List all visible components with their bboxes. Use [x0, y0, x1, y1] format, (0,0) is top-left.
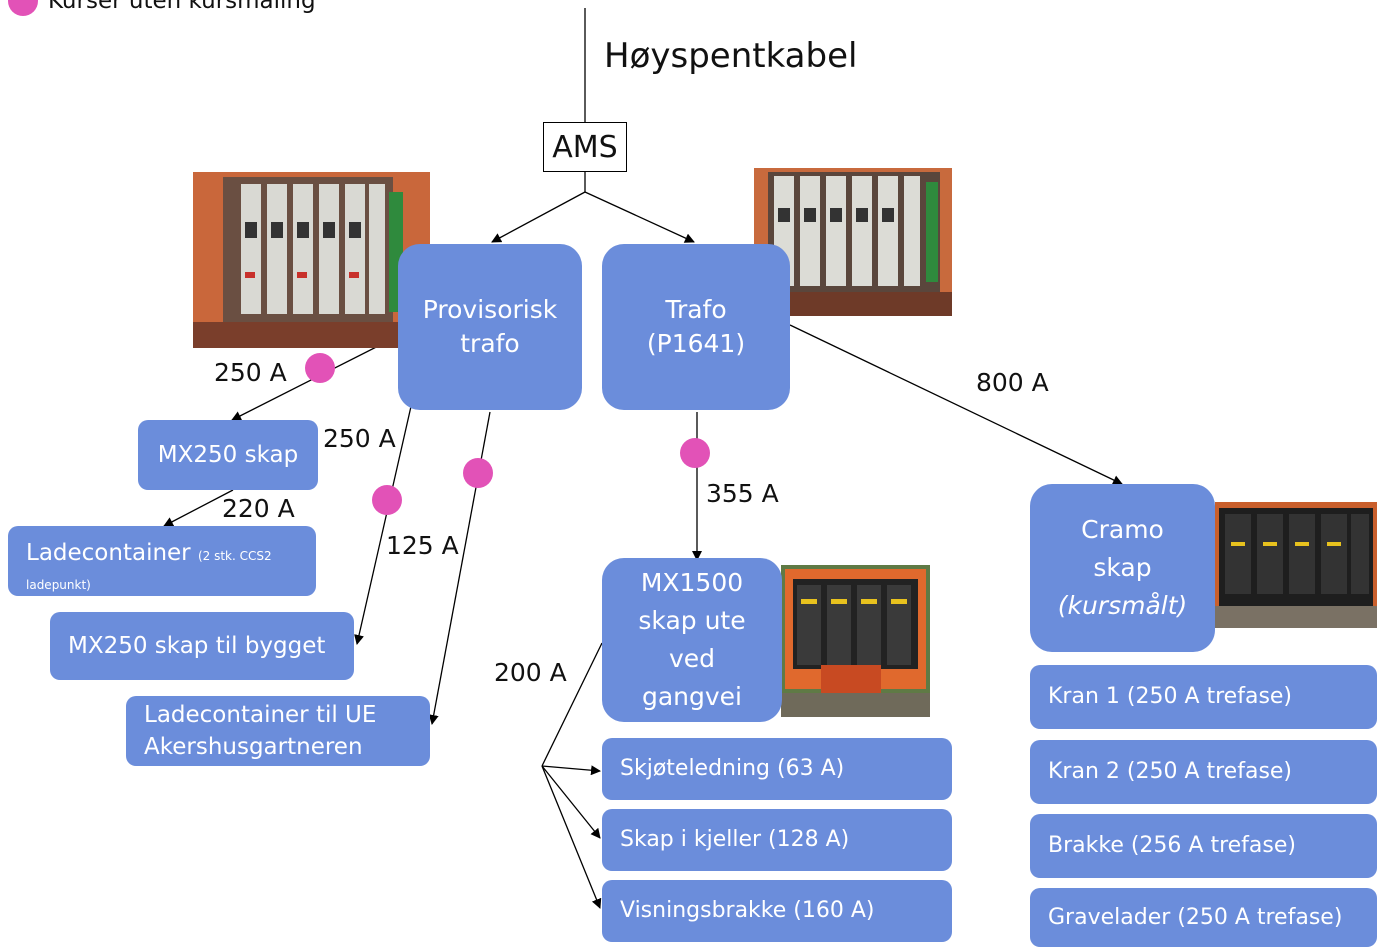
distribution-cabinet-image	[1215, 502, 1377, 628]
node-label: Ladecontainer	[26, 540, 191, 566]
breaker-panel-image	[193, 172, 430, 348]
cramo-circuit-item: Kran 2 (250 A trefase)	[1030, 740, 1377, 804]
mx1500-circuit-item: Skjøteledning (63 A)	[602, 738, 952, 800]
mx1500-panel-photo	[781, 565, 930, 717]
current-label: 125 A	[386, 531, 459, 560]
ladecontainer-node: Ladecontainer (2 stk. CCS2 ladepunkt)	[8, 526, 316, 596]
current-label: 250 A	[214, 358, 287, 387]
prov-trafo-panel-photo	[193, 172, 430, 348]
node-label-line1: Cramo	[1081, 515, 1164, 544]
node-label-line1: Provisorisk	[422, 295, 558, 324]
unmetered-marker	[372, 485, 402, 515]
circuit-label: Visningsbrakke (160 A)	[620, 898, 875, 923]
node-label-line3: ved	[668, 644, 716, 673]
current-label: 355 A	[706, 479, 779, 508]
unmetered-marker	[305, 353, 335, 383]
circuit-label: Kran 2 (250 A trefase)	[1048, 759, 1293, 784]
current-label: 250 A	[323, 424, 396, 453]
legend-text: Kurser uten kursmåling	[48, 0, 316, 14]
main-cable-label: Høyspentkabel	[604, 36, 858, 76]
current-label: 200 A	[494, 658, 567, 687]
circuit-label: Skap i kjeller (128 A)	[620, 827, 850, 852]
cramo-circuit-item: Kran 1 (250 A trefase)	[1030, 665, 1377, 729]
node-label-line3: (kursmålt)	[1057, 591, 1188, 620]
cramo-circuit-item: Gravelader (250 A trefase)	[1030, 888, 1377, 947]
ams-to-prov-arrow	[491, 191, 586, 243]
trafo-to-cramo-arrow	[789, 324, 1123, 485]
ams-meter-label: AMS	[552, 129, 618, 165]
circuit-label: Brakke (256 A trefase)	[1048, 833, 1296, 858]
node-label-line1: Trafo	[665, 295, 727, 324]
node-label-line4: gangvei	[641, 682, 742, 711]
current-label: 220 A	[222, 494, 295, 523]
ams-meter-box: AMS	[543, 122, 627, 172]
node-label-line2: skap ute	[638, 606, 746, 635]
trafo-p1641-node: Trafo (P1641)	[602, 244, 790, 410]
ams-to-trafo-arrow	[584, 191, 695, 243]
node-label-line1: MX1500	[640, 568, 744, 597]
node-label: MX250 skap	[157, 442, 299, 468]
cramo-circuit-item: Brakke (256 A trefase)	[1030, 814, 1377, 878]
cramo-panel-photo	[1215, 502, 1377, 628]
trafo-panel-photo	[754, 168, 952, 316]
circuit-label: Kran 1 (250 A trefase)	[1048, 684, 1293, 709]
current-label: 800 A	[976, 368, 1049, 397]
unmetered-marker	[680, 438, 710, 468]
breaker-panel-image	[754, 168, 952, 316]
node-label-line2: Akershusgartneren	[144, 734, 363, 760]
to-skjoteledning-arrow	[541, 765, 601, 776]
node-label: MX250 skap til bygget	[68, 633, 326, 659]
circuit-label: Gravelader (250 A trefase)	[1048, 904, 1343, 930]
node-label-line2: trafo	[460, 329, 520, 358]
mx1500-circuit-item: Skap i kjeller (128 A)	[602, 809, 952, 871]
node-label-line2: (P1641)	[646, 329, 746, 358]
mx1500-circuit-item: Visningsbrakke (160 A)	[602, 880, 952, 942]
node-sublabel: (2 stk. CCS2 ladepunkt)	[26, 549, 272, 592]
unmetered-marker	[463, 458, 493, 488]
mx1500-out-line	[541, 642, 603, 767]
mx1500-skap-node: MX1500 skap ute ved gangvei	[602, 558, 782, 722]
mx250-skap-node: MX250 skap	[138, 420, 318, 490]
circuit-label: Skjøteledning (63 A)	[620, 756, 845, 781]
cramo-skap-node: Cramo skap (kursmålt)	[1030, 484, 1215, 652]
to-visningsbrakke-arrow	[541, 765, 602, 909]
provisorisk-trafo-node: Provisorisk trafo	[398, 244, 582, 410]
to-skap-kjeller-arrow	[541, 765, 601, 839]
mx250-to-lade-arrow	[163, 489, 234, 527]
mx250-skap-til-bygget-node: MX250 skap til bygget	[50, 612, 354, 680]
prov-to-mx250-bygget-arrow	[354, 401, 413, 645]
node-label-line1: Ladecontainer til UE	[144, 702, 377, 728]
node-label-line2: skap	[1093, 553, 1152, 582]
ladecontainer-ue-node: Ladecontainer til UE Akershusgartneren	[126, 696, 430, 766]
distribution-cabinet-image	[781, 565, 930, 717]
legend-dot	[8, 0, 38, 16]
